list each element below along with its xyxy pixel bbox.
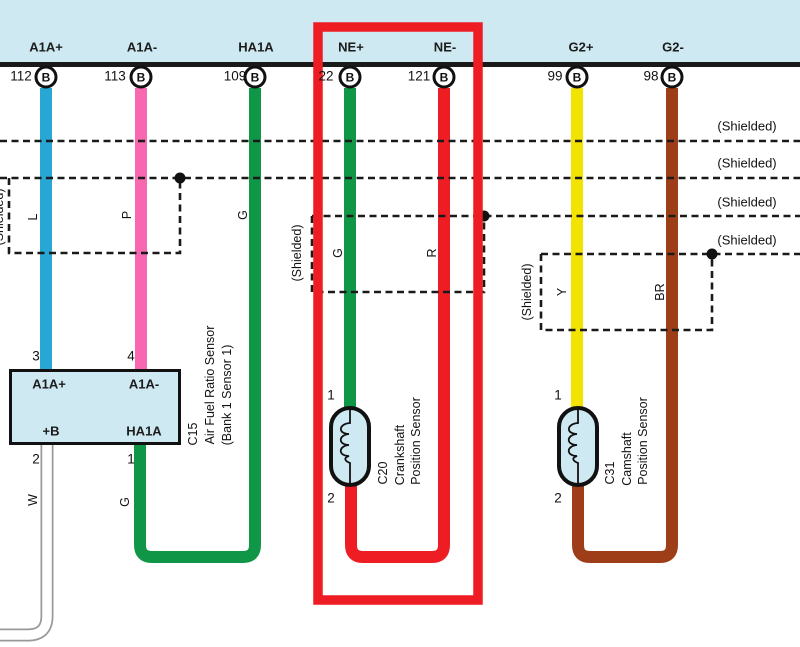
connector-label-g2-plus: G2+: [568, 39, 594, 55]
c15-pin-a1a-plus: A1A+: [32, 376, 66, 392]
c15-pin-number-3: 3: [32, 348, 40, 364]
wire-code-G-ha1a: G: [236, 210, 250, 220]
c15-pin-a1a-minus: A1A-: [128, 376, 160, 392]
shielded-label-ne: (Shielded): [290, 224, 304, 282]
wire-code-G-ne: G: [331, 248, 345, 258]
c20-coil-icon: [339, 410, 351, 483]
c31-pin-2: 2: [554, 490, 562, 506]
wire-code-Y: Y: [555, 287, 569, 297]
wire-g2-minus-brown: [572, 88, 678, 563]
wire-ha1a-green: [134, 88, 261, 563]
shield-junction-dot-3: [706, 248, 718, 260]
wire-code-P: P: [120, 210, 134, 220]
c15-name-line1: Air Fuel Ratio Sensor: [203, 325, 217, 445]
wire-b-plus-white-outline: [0, 445, 54, 642]
c15-pin-b-plus: +B: [42, 423, 60, 439]
terminal-b-icon: B: [660, 65, 684, 89]
ecu-baseline: [0, 62, 800, 67]
connector-label-ne-plus: NE+: [338, 39, 364, 55]
terminal-b-icon: B: [34, 65, 58, 89]
c15-pin-number-2: 2: [32, 451, 40, 467]
wire-ne-minus-red: [345, 88, 450, 563]
c31-id: C31: [603, 461, 617, 485]
c15-pin-number-1: 1: [127, 451, 135, 467]
wire-code-L: L: [26, 213, 40, 221]
terminal-b-icon: B: [338, 65, 362, 89]
shield-dashed-lines: [0, 139, 800, 332]
c20-pin-2: 2: [327, 490, 335, 506]
shield-box-left: [7, 178, 182, 255]
wire-code-R: R: [425, 248, 439, 258]
c15-air-fuel-ratio-sensor-box: A1A+ A1A- +B HA1A: [9, 369, 181, 445]
pin-number-112: 112: [10, 68, 32, 84]
wire-b-plus-white-core: [0, 445, 52, 640]
c15-pin-number-4: 4: [127, 348, 135, 364]
c20-id: C20: [376, 461, 390, 485]
connector-label-ha1a: HA1A: [238, 39, 274, 55]
c31-coil-icon: [567, 410, 579, 483]
c31-name-line2: Position Sensor: [636, 397, 650, 485]
pin-number-22: 22: [318, 68, 334, 84]
shielded-label-left-clipped: (Shielded): [0, 188, 6, 246]
pin-number-99: 99: [547, 68, 563, 84]
c20-name-line1: Crankshaft: [393, 424, 407, 486]
c20-name-line2: Position Sensor: [409, 397, 423, 485]
pin-number-98: 98: [643, 68, 659, 84]
pin-number-121: 121: [407, 68, 431, 84]
terminal-b-icon: B: [432, 65, 456, 89]
connector-label-g2-minus: G2-: [662, 39, 684, 55]
pin-number-113: 113: [104, 68, 126, 84]
ne-circuit-highlight-box: [313, 22, 483, 605]
shielded-label-1: (Shielded): [717, 118, 777, 134]
shielded-label-4: (Shielded): [717, 232, 777, 248]
terminal-b-icon: B: [565, 65, 589, 89]
c31-name-line1: Camshaft: [620, 432, 634, 486]
c15-name-line2: (Bank 1 Sensor 1): [220, 344, 234, 446]
pin-number-109: 109: [223, 68, 247, 84]
connector-label-a1a-minus: A1A-: [126, 39, 158, 55]
shield-box-g2: [539, 254, 714, 332]
shielded-label-g2: (Shielded): [520, 263, 534, 321]
wire-code-G-bottom: G: [118, 497, 132, 507]
shielded-label-2: (Shielded): [717, 155, 777, 171]
c20-pin-1: 1: [327, 387, 335, 403]
shield-box-ne: [310, 216, 486, 294]
connector-label-ne-minus: NE-: [433, 39, 457, 55]
wire-code-W: W: [26, 494, 40, 506]
shield-junction-dot-1: [174, 172, 186, 184]
c15-pin-ha1a: HA1A: [126, 423, 162, 439]
wire-code-BR: BR: [653, 283, 667, 301]
c15-id: C15: [186, 422, 200, 446]
c31-pin-1: 1: [554, 387, 562, 403]
terminal-b-icon: B: [243, 65, 267, 89]
connector-label-a1a-plus: A1A+: [29, 39, 63, 55]
terminal-b-icon: B: [129, 65, 153, 89]
shielded-label-3: (Shielded): [717, 194, 777, 210]
